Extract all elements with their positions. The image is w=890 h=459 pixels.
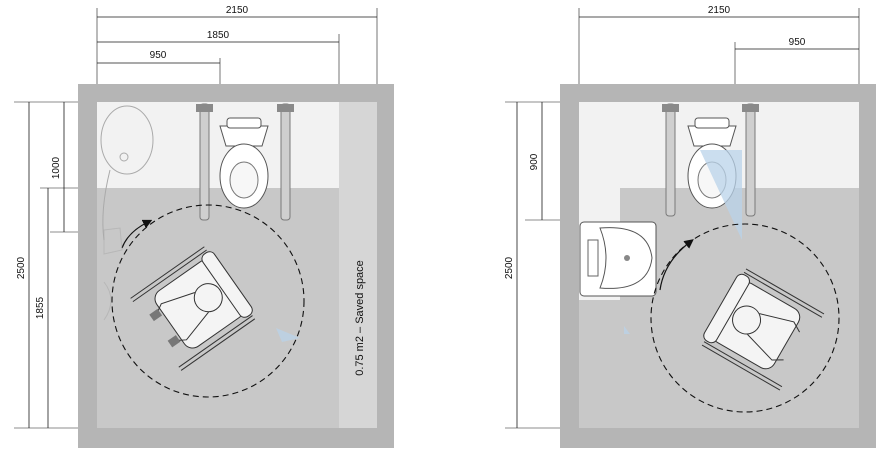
saved-space-annotation: 0.75 m2 – Saved space [354,260,366,376]
dim-width-toilet: 950 [150,50,167,61]
plan-right: 2150 950 2500 900 [504,5,876,448]
grab-bar-icon [199,103,210,221]
washbasin-icon [579,221,657,297]
grab-bar-icon [280,103,291,221]
dim-depth-total: 2500 [16,256,27,279]
dim-depth-900: 900 [529,153,540,170]
ghost-wheelchair-left [103,227,123,321]
dim-depth-1855: 1855 [35,296,46,319]
dimension-left-group-left: 2500 1000 1855 [14,101,110,429]
room-floor-light-left [97,102,339,188]
transfer-highlight-right [700,150,742,240]
room-floor-right-lower [579,300,620,428]
transfer-highlight-left [276,328,300,342]
plan-left: 2150 1850 950 2500 1000 1855 [14,5,394,448]
dim-width-total: 2150 [226,5,249,16]
dimension-top-group-left: 2150 1850 950 [96,5,378,100]
dim-width-total: 2150 [708,5,731,16]
dim-width-toilet: 950 [789,37,806,48]
saved-space-strip [339,102,377,428]
wheelchair-icon [701,268,825,391]
turning-circle-icon [111,204,305,398]
dim-width-mid: 1850 [207,30,230,41]
wheelchair-icon [130,246,256,371]
dim-depth-1000: 1000 [51,156,62,179]
rotation-arrow-icon [121,219,153,249]
side-highlight-right [624,326,630,334]
turning-circle-icon [650,223,840,413]
grab-bar-icon [665,103,676,217]
rotation-arrow-icon [659,239,694,291]
ghost-washbasin-left [100,105,154,241]
dim-depth-total: 2500 [504,256,515,279]
grab-bar-icon [745,103,756,217]
toilet-icon [219,117,269,209]
